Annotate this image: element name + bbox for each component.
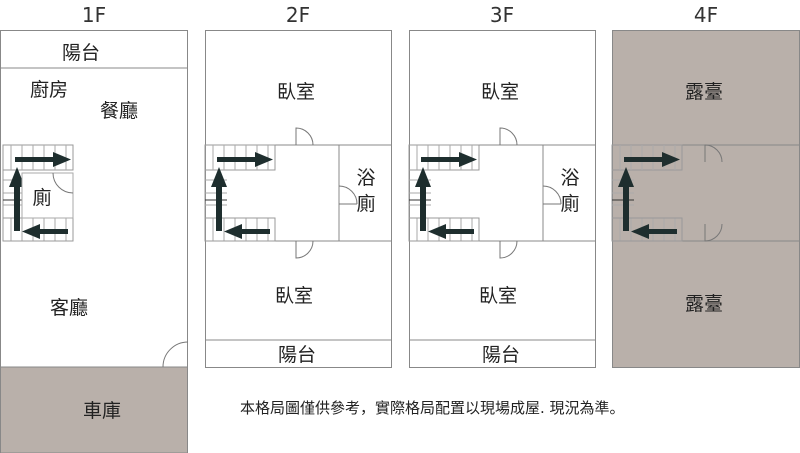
floor-label-3f: 3F — [490, 3, 514, 27]
floor-label-2f: 2F — [286, 3, 310, 27]
room-balcony: 陽台 — [62, 42, 100, 64]
room-bath: 浴 — [356, 167, 375, 189]
room-bedroom-bottom: 臥室 — [275, 285, 313, 307]
floor-label-1f: 1F — [82, 3, 106, 27]
garage-area — [0, 366, 188, 453]
room-balcony: 陽台 — [278, 344, 316, 366]
room-bath: 浴 — [560, 167, 579, 189]
room-garage: 車庫 — [83, 400, 121, 422]
room-kitchen: 廚房 — [30, 78, 68, 101]
room-terrace-top: 露臺 — [685, 81, 723, 103]
room-bath-2: 廁 — [356, 192, 375, 215]
room-bedroom-bottom: 臥室 — [479, 285, 517, 307]
room-living: 客廳 — [50, 297, 88, 319]
door-arc — [162, 341, 189, 368]
room-bedroom-top: 臥室 — [277, 81, 315, 103]
floor-label-4f: 4F — [694, 3, 718, 27]
room-terrace-bottom: 露臺 — [685, 293, 723, 315]
floor-2f: 臥室 浴 廁 臥室 陽台 — [204, 30, 392, 368]
room-toilet: 廁 — [32, 186, 51, 209]
toilet-room — [21, 172, 74, 219]
floor-3f: 臥室 浴 廁 臥室 陽台 — [408, 30, 596, 368]
disclaimer-note: 本格局圖僅供參考，實際格局配置以現場成屋. 現況為準。 — [240, 399, 625, 417]
room-bath-2: 廁 — [560, 192, 579, 215]
room-balcony: 陽台 — [482, 344, 520, 366]
floor-1f: 陽台 廚房 餐廳 廁 客廳 車庫 — [0, 30, 189, 453]
room-dining: 餐廳 — [100, 100, 138, 122]
room-bedroom-top: 臥室 — [481, 81, 519, 103]
floor-4f: 露臺 露臺 — [611, 30, 800, 368]
